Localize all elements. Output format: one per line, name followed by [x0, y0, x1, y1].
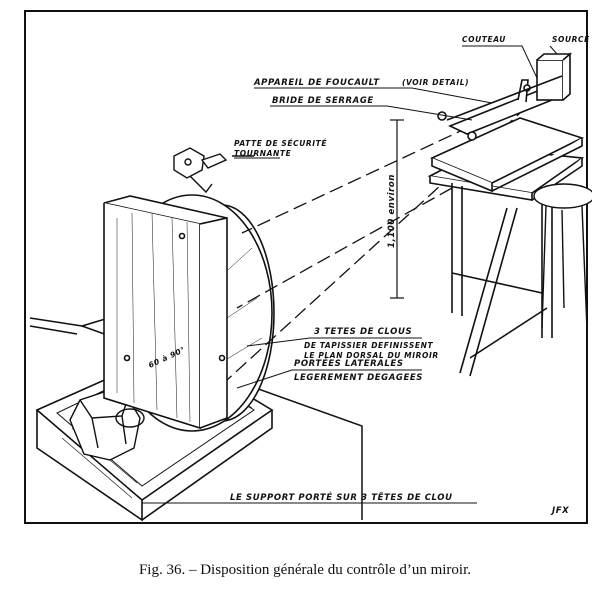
label-portees-1: PORTÉES LATERALES	[294, 357, 404, 369]
label-dimension: 1,100 environ	[387, 174, 397, 248]
dimension-line	[390, 119, 404, 299]
figure-illustration: COUTEAU SOURCE APPAREIL DE FOUCAULT (VOI…	[22, 8, 592, 530]
label-patte-1: PATTE DE SÉCURITÉ	[234, 139, 327, 148]
securing-tab	[173, 147, 254, 194]
label-patte-2: TOURNANTE	[234, 149, 292, 158]
label-voir-detail: (VOIR DETAIL)	[402, 78, 469, 87]
label-tapissier-1: DE TAPISSIER DEFINISSENT	[304, 341, 433, 350]
wooden-plank	[103, 195, 228, 430]
foucault-apparatus	[429, 52, 585, 193]
leader-lines	[142, 45, 558, 504]
label-couteau: COUTEAU	[462, 35, 506, 44]
signature: JFX	[550, 506, 569, 516]
label-bride: BRIDE DE SERRAGE	[272, 96, 374, 106]
label-support: LE SUPPORT PORTÉ SUR 3 TÊTES DE CLOU	[230, 491, 453, 503]
octagonal-weight	[69, 391, 145, 461]
stool	[533, 183, 592, 331]
label-clous: 3 TETES DE CLOUS	[314, 327, 412, 337]
label-tapissier-2: LE PLAN DORSAL DU MIROIR	[304, 351, 439, 360]
label-appareil: APPAREIL DE FOUCAULT	[253, 78, 380, 88]
label-source: SOURCE	[552, 35, 590, 44]
label-portees-2: LEGEREMENT DEGAGEES	[294, 373, 423, 383]
figure-caption: Fig. 36. – Disposition générale du contr…	[138, 562, 472, 578]
